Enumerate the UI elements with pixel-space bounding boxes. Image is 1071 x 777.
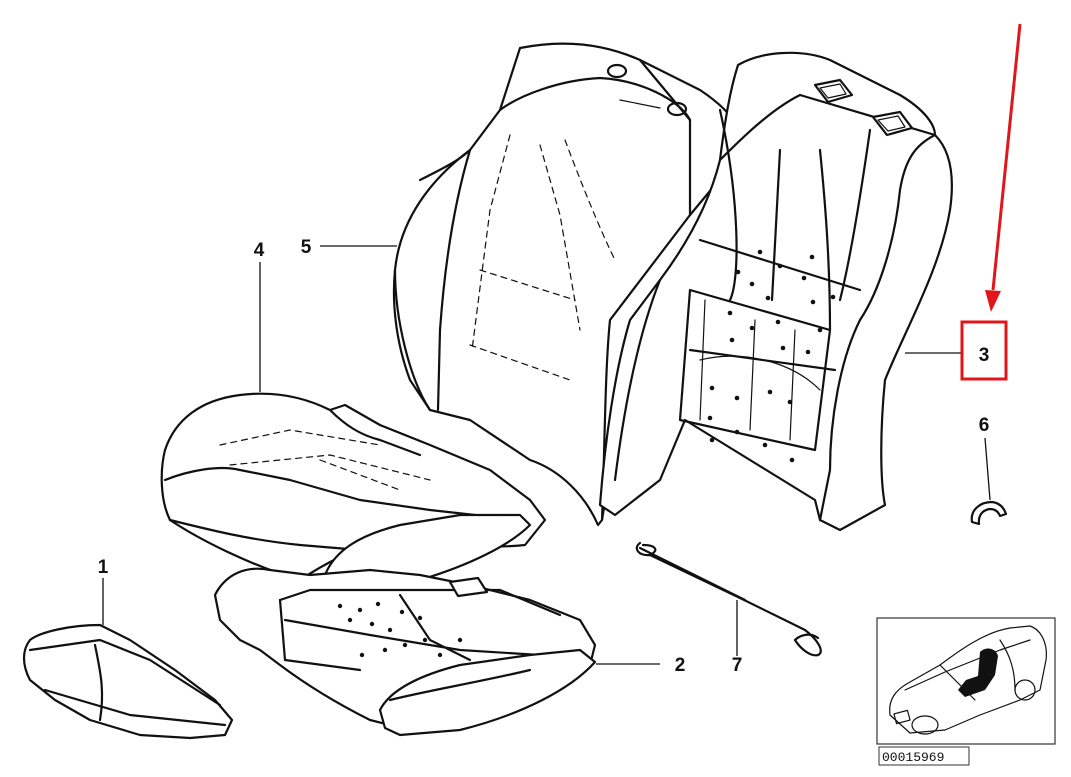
part-2-seat-pan [213,567,597,737]
highlight-annotation [960,23,1022,381]
callout-7[interactable]: 7 [732,655,743,676]
highlight-arrow-line [991,23,1022,291]
seat-location-icon [958,648,998,697]
catalog-number: 00015969 [882,750,944,765]
part-1-pad [22,623,234,740]
car-outline-icon [889,625,1047,735]
car-locator-inset: 00015969 [876,617,1056,766]
callout-5[interactable]: 5 [301,237,312,258]
callout-2[interactable]: 2 [675,655,686,676]
callout-4[interactable]: 4 [254,240,265,261]
part-3-backrest-cover [598,51,953,532]
part-5-backrest-foam [392,42,746,527]
callout-6[interactable]: 6 [979,415,990,436]
catalog-number-box [878,746,970,766]
leader-lines [102,245,991,665]
leader-6 [984,437,991,501]
highlight-box [960,320,1008,381]
part-7-wire [635,541,822,657]
callout-1[interactable]: 1 [98,557,109,578]
callout-3[interactable]: 3 [979,345,990,366]
part-6-clip [970,500,1008,526]
highlight-arrow-head [985,290,1001,312]
